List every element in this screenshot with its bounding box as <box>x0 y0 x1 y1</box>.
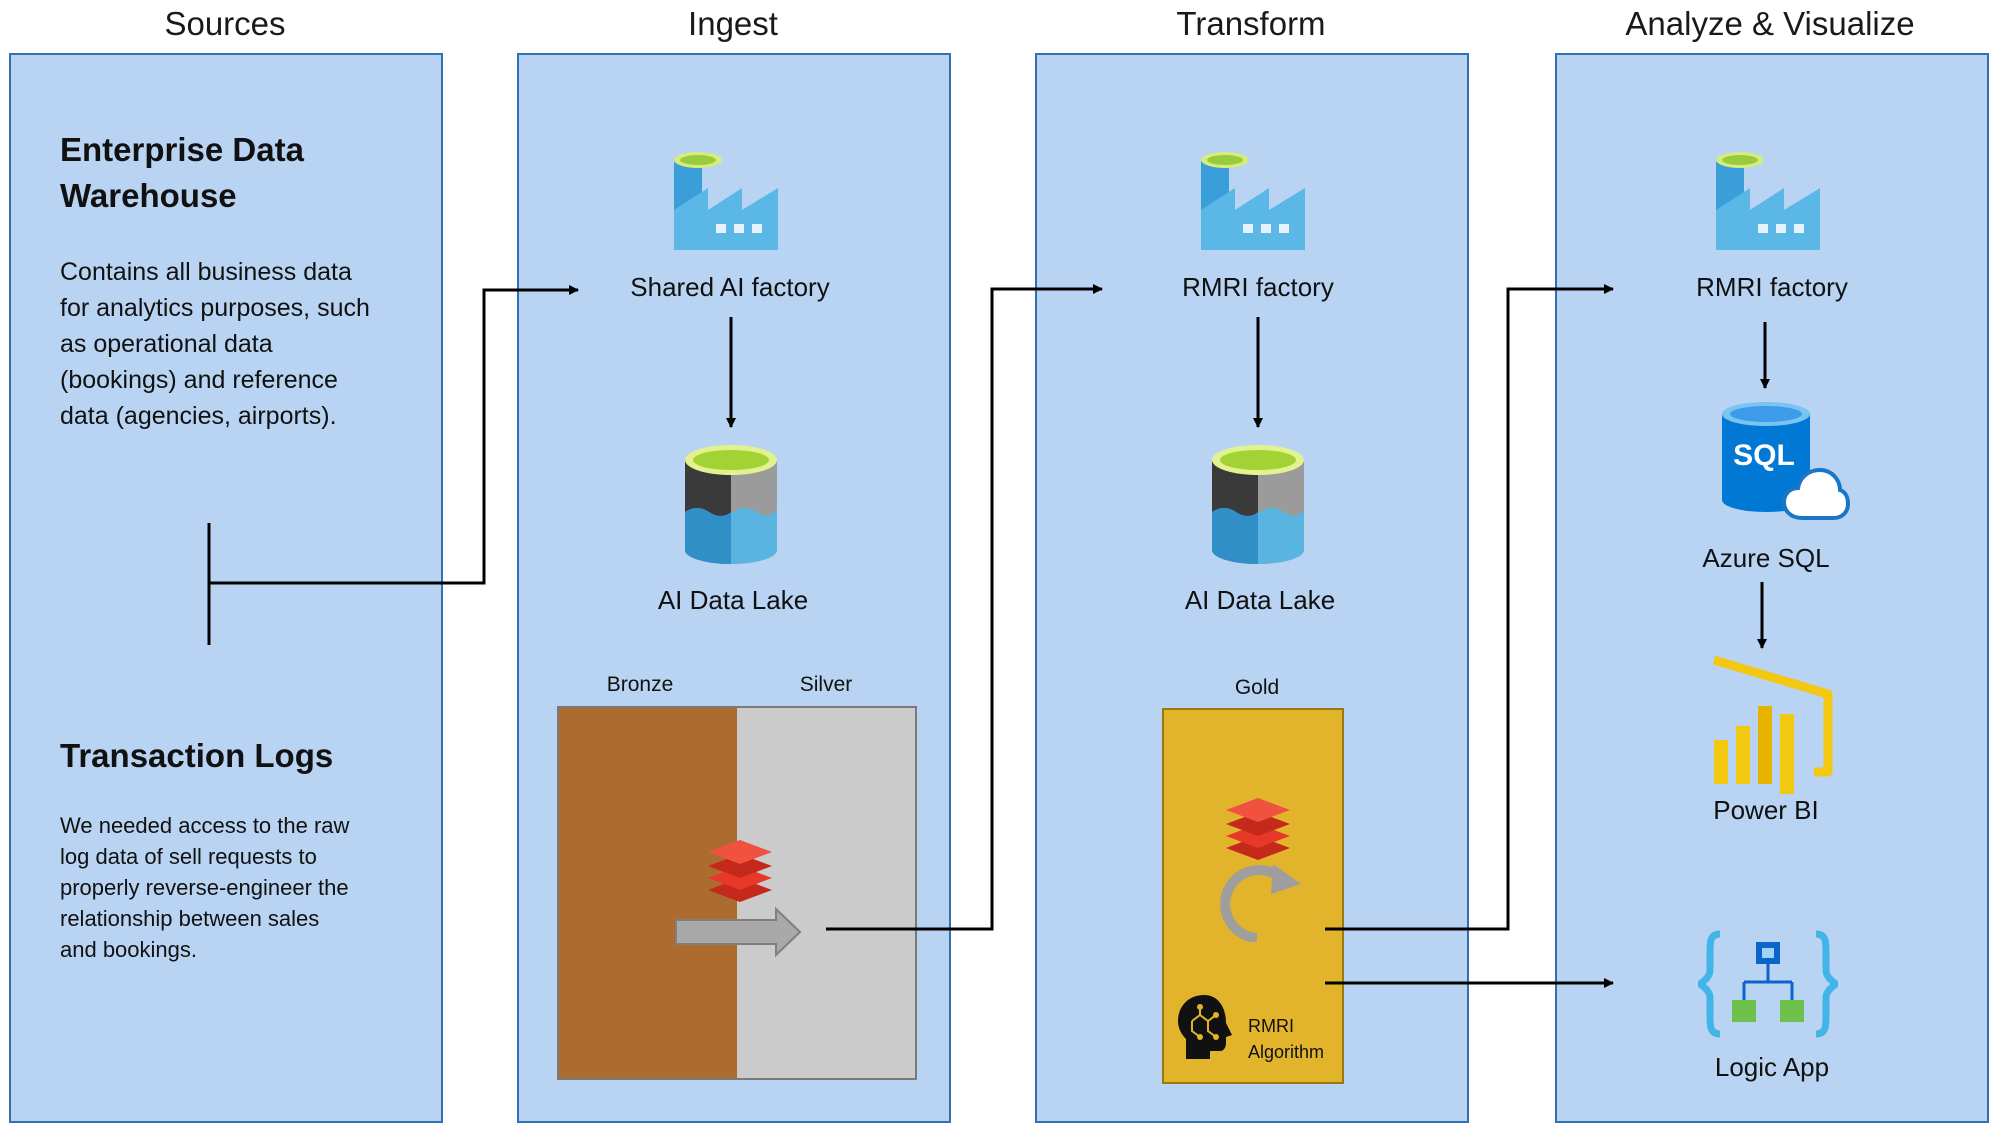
shared-ai-factory-label: Shared AI factory <box>630 272 830 302</box>
ai-data-lake-label-transform: AI Data Lake <box>1184 585 1336 615</box>
edw-description: Contains all business data for analytics… <box>60 258 370 430</box>
databricks-icon <box>1226 798 1290 860</box>
rmri-factory-label-analyze: RMRI factory <box>1696 272 1848 302</box>
azure-sql-icon: SQL <box>1722 402 1850 520</box>
arrow-ingest-to-transform <box>826 284 1103 931</box>
arrow-transform-to-analyze <box>1325 284 1614 931</box>
power-bi-icon <box>1712 655 1833 794</box>
brain-icon <box>1178 995 1232 1059</box>
panel-sources <box>9 53 443 1123</box>
silver-label: Silver <box>799 673 853 696</box>
data-factory-icon <box>1201 152 1305 250</box>
edw-title: Enterprise Data Warehouse <box>60 131 304 214</box>
column-title-ingest: Ingest <box>688 5 778 42</box>
bronze-layer <box>557 706 737 1080</box>
column-title-transform: Transform <box>1176 5 1326 42</box>
transaction-logs-description: We needed access to the raw log data of … <box>60 813 350 962</box>
logic-app-label: Logic App <box>1714 1052 1830 1082</box>
svg-text:SQL: SQL <box>1733 439 1795 472</box>
transaction-logs-title: Transaction Logs <box>60 737 334 774</box>
refresh-icon <box>1220 864 1301 942</box>
azure-sql-label: Azure SQL <box>1702 543 1830 573</box>
data-factory-icon <box>674 152 778 250</box>
power-bi-label: Power BI <box>1713 795 1819 825</box>
data-lake-icon <box>1212 445 1304 564</box>
bronze-label: Bronze <box>606 673 674 696</box>
data-factory-icon <box>1716 152 1820 250</box>
bronze-to-silver-arrow <box>675 906 802 958</box>
ai-data-lake-label-ingest: AI Data Lake <box>657 585 809 615</box>
column-title-sources: Sources <box>164 5 286 42</box>
rmri-factory-label-transform: RMRI factory <box>1182 272 1334 302</box>
silver-layer <box>737 706 917 1080</box>
rmri-algorithm-label: RMRI Algorithm <box>1248 1016 1325 1062</box>
arrow-sources-to-ingest <box>209 285 579 585</box>
databricks-icon <box>708 840 772 902</box>
column-title-analyze: Analyze & Visualize <box>1625 5 1915 42</box>
data-lake-icon <box>685 445 777 564</box>
logic-app-icon <box>1698 930 1838 1038</box>
gold-label: Gold <box>1234 676 1280 699</box>
